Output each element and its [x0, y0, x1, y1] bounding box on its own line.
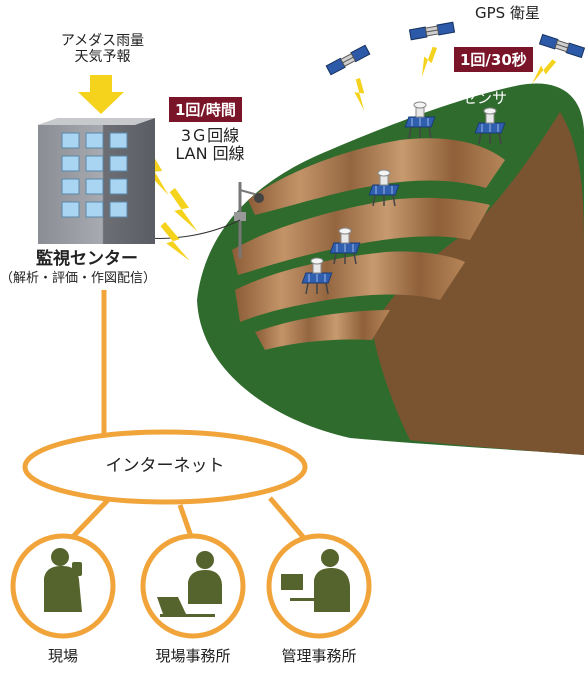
comm-lines-label: 3Ｇ回線 LAN 回線: [160, 126, 260, 164]
endpoint-field: [10, 533, 116, 639]
weather-source-line2: 天気予報: [74, 49, 131, 66]
signal-bolt-3: [531, 56, 557, 88]
gps-satellite-3: [539, 33, 585, 59]
weather-arrow: [78, 75, 124, 114]
gps-satellite-1: [325, 44, 371, 76]
cable: [147, 219, 241, 239]
gps-sensor-1: [404, 101, 436, 139]
internet-label: インターネット: [105, 456, 225, 476]
endpoint-field-label: 現場: [47, 647, 78, 665]
comm-bolt-3: [152, 221, 200, 261]
signal-bolt-1: [344, 76, 379, 111]
gps-satellite-label: GPS 衛星: [475, 4, 540, 22]
endpoint-management-office-label: 管理事務所: [281, 647, 357, 665]
gps-satellite-2: [408, 21, 456, 41]
endpoint-site-office: [140, 533, 246, 639]
center-subtitle: （解析・評価・作図配信）: [0, 271, 157, 286]
internet-cloud: [22, 429, 308, 505]
weather-source-line1: アメダス雨量: [60, 33, 145, 49]
office-worker-icon: [281, 549, 350, 612]
comm-interval-badge: 1回/時間: [169, 97, 242, 122]
comm-line-3g: 3Ｇ回線: [180, 126, 240, 145]
center-title: 監視センター: [36, 249, 138, 269]
endpoint-management-office: [266, 533, 372, 639]
field-worker-icon: [44, 548, 82, 612]
signal-bolt-2: [416, 46, 442, 78]
comm-line-lan: LAN 回線: [175, 144, 245, 164]
endpoint-site-office-label: 現場事務所: [155, 647, 231, 665]
weather-source-label: アメダス雨量 天気予報: [50, 33, 155, 65]
hillside: [197, 83, 584, 455]
gps-interval-badge: 1回/30秒: [454, 47, 533, 72]
monitoring-building: [38, 118, 155, 244]
gps-sensor-label: GPS センサ: [427, 89, 507, 107]
site-worker-icon: [157, 551, 222, 617]
